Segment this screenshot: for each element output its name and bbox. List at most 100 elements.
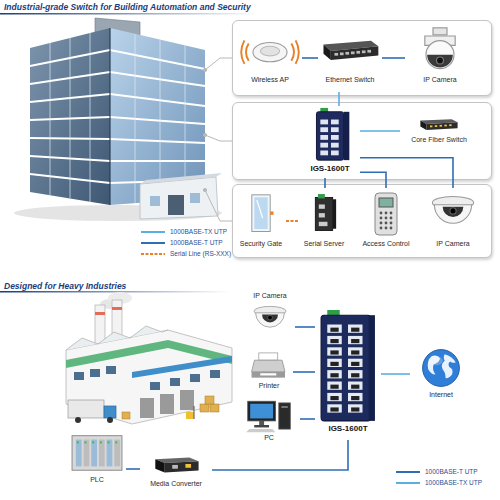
factory-illustration-part-part	[150, 382, 160, 390]
legend-line-sample	[140, 228, 166, 236]
device-icon-part-part	[390, 222, 393, 225]
device-icon-part	[330, 350, 338, 354]
device-icon-part	[115, 441, 117, 443]
device-icon	[298, 188, 350, 240]
device-icon-part	[327, 325, 342, 333]
device-icon-part	[331, 127, 339, 132]
device-icon-part-part	[362, 50, 366, 53]
network-cable	[300, 418, 315, 420]
leader-lines-part	[205, 190, 232, 221]
device-icon-part	[91, 440, 97, 467]
factory-illustration-part	[107, 417, 113, 423]
factory-illustration-part-part	[122, 412, 130, 419]
device-icon-part	[259, 421, 264, 425]
device-icon-part-part	[390, 227, 393, 230]
device-icon-part	[155, 459, 164, 472]
title-underline-part	[0, 291, 230, 293]
device-model-label: IGS-1600T	[315, 424, 381, 433]
device-label: Printer	[245, 382, 293, 390]
building-illustration-part-part	[110, 139, 205, 143]
factory-illustration-part	[68, 400, 104, 418]
device-node: Media Converter	[140, 448, 212, 492]
leader-lines-part	[203, 68, 206, 71]
building-illustration-part-part	[90, 33, 91, 202]
device-icon-part	[259, 353, 278, 360]
building-illustration-part-part	[70, 38, 71, 198]
device-label: Internet	[410, 391, 472, 399]
device-node: PLC	[68, 428, 126, 490]
device-icon-part-part	[340, 52, 344, 55]
device-icon-part	[434, 205, 471, 224]
device-icon-part	[430, 124, 452, 127]
device-icon-part	[250, 404, 273, 419]
device-icon-part	[330, 328, 338, 332]
device-node: Core Fiber Switch	[400, 112, 478, 150]
device-icon-part-part	[390, 217, 393, 220]
device-icon-part	[348, 325, 363, 333]
device-icon-part	[331, 143, 339, 148]
legend-row: 1000BASE-T UTP	[395, 468, 478, 476]
legend-line-sample	[140, 239, 166, 247]
device-icon-part-part	[385, 227, 388, 230]
legend-text: 1000BASE-TX UTP	[170, 228, 227, 236]
device-icon-part	[252, 195, 270, 232]
building-illustration-part	[140, 177, 218, 219]
building-illustration-part-part	[160, 40, 161, 201]
device-icon-part-part	[385, 212, 388, 215]
device-icon-part	[348, 359, 363, 367]
device-icon-part	[331, 120, 339, 125]
device-icon-part-part	[319, 204, 325, 208]
device-icon	[238, 24, 302, 76]
device-label: Media Converter	[140, 480, 212, 488]
factory-illustration-part-part	[210, 404, 219, 412]
device-label: Ethernet Switch	[318, 76, 382, 84]
factory-illustration-part-part	[170, 378, 180, 386]
building-illustration-part	[50, 33, 185, 203]
device-icon	[300, 106, 360, 164]
legend-line-sample-part	[141, 242, 165, 244]
factory-illustration-part	[95, 312, 105, 315]
device-icon-part	[185, 464, 191, 468]
device-icon-part	[369, 315, 375, 421]
network-cable	[212, 440, 348, 470]
device-icon-part	[327, 382, 342, 390]
device-icon-part-part	[380, 227, 383, 230]
device-icon-part-part	[385, 217, 388, 220]
device-label: Core Fiber Switch	[400, 136, 478, 144]
factory-illustration-part	[122, 396, 219, 419]
device-icon-part	[428, 354, 456, 378]
device-icon-part-part	[319, 213, 325, 217]
device-icon-part	[260, 46, 279, 56]
factory-illustration-part	[186, 412, 194, 419]
device-node: Ethernet Switch	[318, 24, 382, 92]
device-label: Security Gate	[236, 240, 286, 248]
legend-row: 1000BASE-TX UTP	[395, 479, 482, 487]
device-node: IP Camera	[245, 292, 295, 344]
factory-illustration	[66, 292, 232, 424]
device-icon-part	[420, 120, 426, 130]
device-label: PLC	[68, 476, 126, 484]
factory-illustration-part-part	[140, 398, 154, 418]
factory-illustration-part-part	[180, 390, 194, 410]
device-icon-part-part	[440, 125, 442, 127]
building-illustration-part	[109, 28, 110, 205]
device-icon-part	[279, 403, 290, 429]
device-icon-part	[99, 440, 105, 467]
device-icon-part	[426, 41, 454, 69]
building-illustration-part-part	[135, 34, 136, 203]
device-icon-part-part	[356, 51, 360, 54]
device-icon-part	[72, 436, 122, 471]
device-label: Access Control	[356, 240, 416, 248]
legend-text: 1000BASE-T UTP	[425, 468, 478, 476]
device-icon-part	[327, 359, 342, 367]
device-icon-part	[262, 314, 278, 322]
legend-row: 1000BASE-T UTP	[140, 239, 223, 247]
device-icon-part	[334, 50, 371, 56]
building-illustration-part	[168, 195, 184, 215]
device-icon-part	[316, 112, 343, 160]
device-icon-part-part	[334, 53, 338, 56]
device-icon-part	[253, 43, 287, 62]
factory-illustration-part	[132, 356, 232, 378]
device-icon-part	[256, 313, 285, 327]
